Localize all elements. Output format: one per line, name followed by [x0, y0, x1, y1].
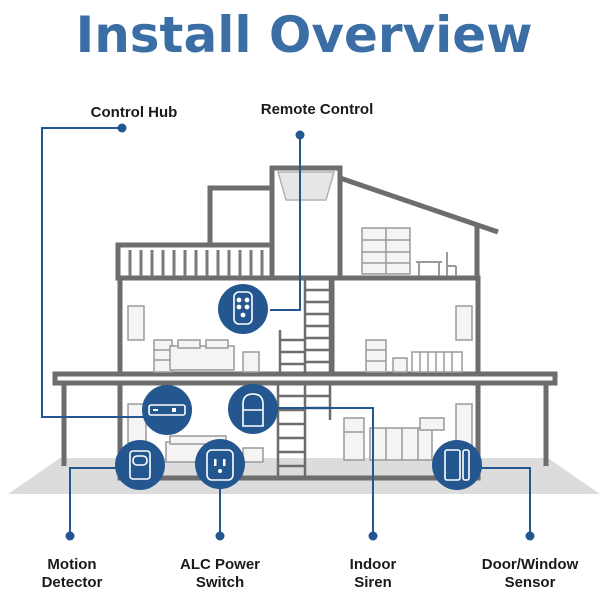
motion-icon — [129, 450, 151, 480]
motion-badge — [115, 440, 165, 490]
attic-desk — [416, 252, 457, 276]
dot-indoor-siren — [368, 531, 378, 541]
connector-lines — [41, 127, 531, 536]
door-sensor-badge — [432, 440, 482, 490]
kitchen-furniture — [343, 403, 473, 461]
house-frame — [52, 165, 558, 481]
plug-icon — [206, 449, 234, 481]
siren-icon — [242, 393, 264, 427]
label-indoor-siren: Indoor Siren — [349, 556, 397, 591]
remote-icon — [233, 291, 253, 325]
connector-control-hub — [41, 127, 150, 418]
balcony-railing — [128, 250, 264, 276]
dot-control-hub — [117, 123, 127, 133]
hub-badge — [142, 385, 192, 435]
plug-badge — [195, 439, 245, 489]
staircase — [276, 280, 332, 476]
connector-motion-detector — [69, 467, 120, 536]
connector-door-window-sensor — [480, 467, 531, 536]
label-door-window-sensor: Door/Window Sensor — [481, 556, 579, 591]
siren-badge — [228, 384, 278, 434]
connector-indoor-siren — [270, 407, 374, 536]
connector-dots — [65, 123, 535, 541]
connector-remote-control — [270, 135, 301, 311]
hub-icon — [148, 404, 186, 416]
dot-remote-control — [295, 130, 305, 140]
label-remote-control: Remote Control — [260, 101, 374, 118]
label-motion-detector: Motion Detector — [41, 556, 103, 591]
door-sensor-icon — [444, 449, 470, 481]
nursery-furniture — [365, 305, 473, 373]
label-control-hub: Control Hub — [90, 104, 178, 121]
remote-badge — [218, 284, 268, 334]
dot-alc-power-switch — [215, 531, 225, 541]
dot-motion-detector — [65, 531, 75, 541]
label-alc-power-switch: ALC Power Switch — [179, 556, 260, 591]
bedroom-furniture — [127, 305, 260, 373]
skylight — [277, 171, 335, 201]
attic-shelves — [361, 227, 411, 275]
dot-door-window-sensor — [525, 531, 535, 541]
page-title: Install Overview — [75, 6, 533, 64]
